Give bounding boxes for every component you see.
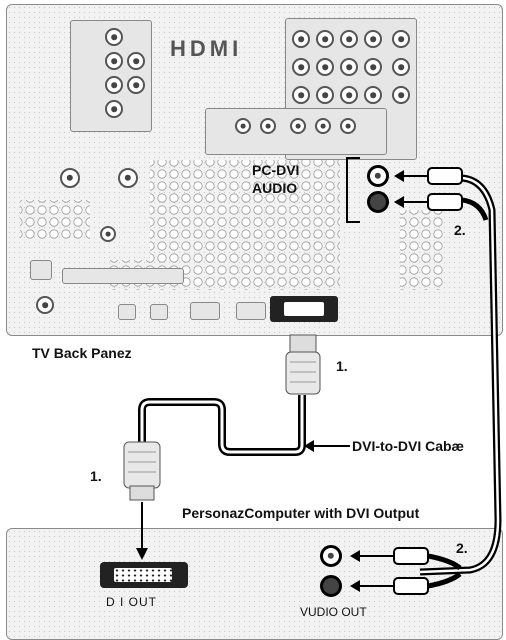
dvi-connector-bottom [124,442,160,500]
dvi-cable-label: DVI-to-DVI Cabæ [352,438,464,454]
step-1-top: 1. [336,358,348,374]
computer-audio-plug-top [350,548,428,564]
dvi-connector-top [286,335,320,394]
computer-audio-plug-bottom [350,578,428,594]
tv-audio-plug-top [394,168,462,184]
step-1-bottom: 1. [90,468,102,484]
tv-audio-plug-bottom [394,194,462,210]
step-2-bottom: 2. [456,540,468,556]
step-2-top: 2. [454,222,466,238]
